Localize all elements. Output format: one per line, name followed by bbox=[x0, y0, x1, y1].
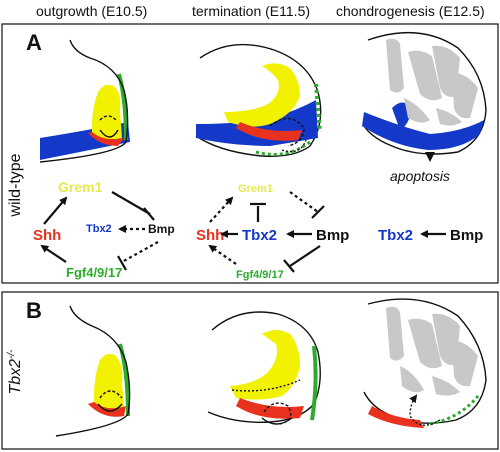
header-termination: termination (E11.5) bbox=[192, 3, 310, 19]
grem1-domain bbox=[224, 63, 300, 127]
feedback-loop bbox=[99, 115, 117, 121]
grem1-domain bbox=[92, 84, 122, 140]
feedback-loop bbox=[99, 390, 123, 399]
header-chondrogenesis: chondrogenesis (E12.5) bbox=[336, 3, 485, 19]
apoptosis-label: apoptosis bbox=[390, 168, 450, 184]
header-outgrowth: outgrowth (E10.5) bbox=[36, 3, 147, 19]
limb-bud-b-outgrowth bbox=[55, 305, 131, 437]
fgf-aer bbox=[314, 83, 322, 133]
gene-bmp: Bmp bbox=[316, 227, 349, 244]
network-a-chondrogenesis: Tbx2 Bmp bbox=[378, 227, 483, 244]
limb-bud-b-termination bbox=[207, 311, 321, 425]
grem1-domain bbox=[230, 330, 300, 400]
gene-tbx2: Tbx2 bbox=[378, 227, 413, 244]
limb-outline bbox=[55, 305, 131, 437]
gene-grem1: Grem1 bbox=[58, 179, 103, 195]
panel-b-letter: B bbox=[26, 298, 42, 323]
panel-a-letter: A bbox=[26, 30, 42, 55]
limb-bud-a-outgrowth bbox=[39, 39, 130, 163]
panel-b-side-label: Tbx2-/- bbox=[6, 349, 24, 395]
grem1-domain bbox=[94, 353, 124, 410]
network-a-outgrowth: Grem1 Shh Tbx2 Bmp Fgf4/9/17 bbox=[33, 179, 175, 280]
fgf-aer bbox=[310, 345, 318, 421]
gene-tbx2: Tbx2 bbox=[86, 223, 112, 235]
cartilage-digit bbox=[386, 306, 404, 361]
panel-a-side-label: wild-type bbox=[7, 153, 24, 217]
gene-grem1: Grem1 bbox=[238, 183, 273, 195]
feedback-loop bbox=[263, 402, 292, 425]
fgf-aer bbox=[117, 73, 128, 141]
limb-bud-b-chondrogenesis bbox=[363, 298, 487, 428]
shh-domain bbox=[236, 122, 302, 141]
cartilage-digit bbox=[386, 38, 404, 93]
limb-bud-a-chondrogenesis bbox=[362, 31, 487, 162]
gene-bmp: Bmp bbox=[148, 222, 175, 236]
shh-domain bbox=[368, 406, 424, 428]
panel-a-frame bbox=[1, 23, 499, 284]
gene-shh: Shh bbox=[33, 227, 61, 244]
limb-outline bbox=[39, 39, 129, 163]
feedback-loop bbox=[409, 394, 441, 426]
gene-shh: Shh bbox=[196, 227, 224, 244]
feedback-loop bbox=[269, 117, 305, 147]
tbx2-domain bbox=[362, 112, 484, 150]
gene-bmp: Bmp bbox=[450, 227, 483, 244]
gene-fgf: Fgf4/9/17 bbox=[236, 269, 284, 281]
limb-outline bbox=[195, 43, 322, 157]
shh-domain bbox=[88, 402, 126, 417]
shh-domain bbox=[236, 398, 304, 419]
network-a-termination: Grem1 Shh Tbx2 Bmp Fgf4/9/17 bbox=[196, 183, 349, 281]
limb-outline bbox=[207, 311, 321, 423]
panel-b-frame bbox=[1, 291, 499, 450]
fgf-aer bbox=[118, 343, 130, 417]
apoptosis-marker bbox=[425, 152, 435, 162]
gene-tbx2: Tbx2 bbox=[242, 227, 277, 244]
gene-fgf: Fgf4/9/17 bbox=[66, 265, 122, 280]
shh-domain bbox=[88, 132, 124, 146]
limb-bud-a-termination bbox=[195, 43, 322, 157]
